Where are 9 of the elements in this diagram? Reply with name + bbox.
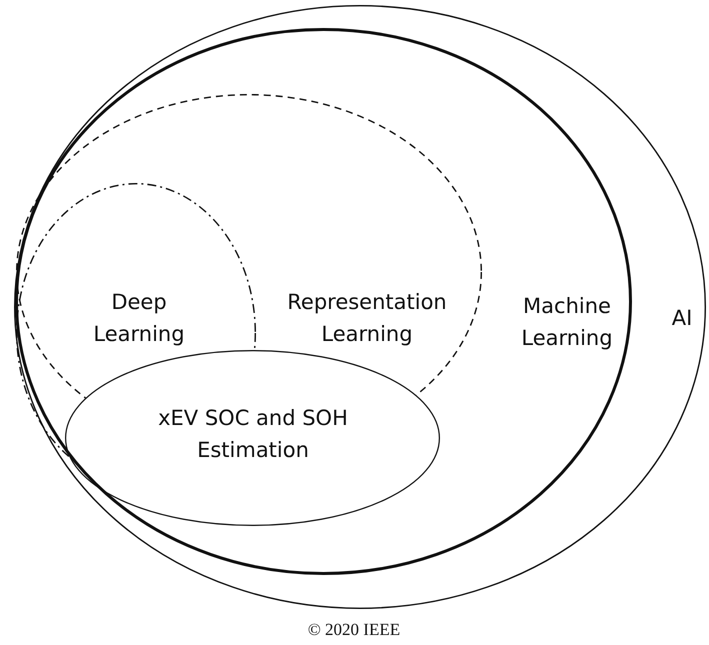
set-label: xEV SOC and SOH Estimation — [157, 405, 349, 464]
set-label: Representation Learning — [286, 289, 448, 348]
set-label: Deep Learning — [92, 289, 186, 348]
copyright-note: © 2020 IEEE — [308, 620, 400, 640]
set-ellipse — [15, 28, 632, 575]
set-ellipse — [14, 5, 706, 609]
set-label: AI — [670, 305, 694, 332]
set-ellipse — [65, 350, 440, 526]
set-label: Machine Learning — [520, 293, 614, 352]
